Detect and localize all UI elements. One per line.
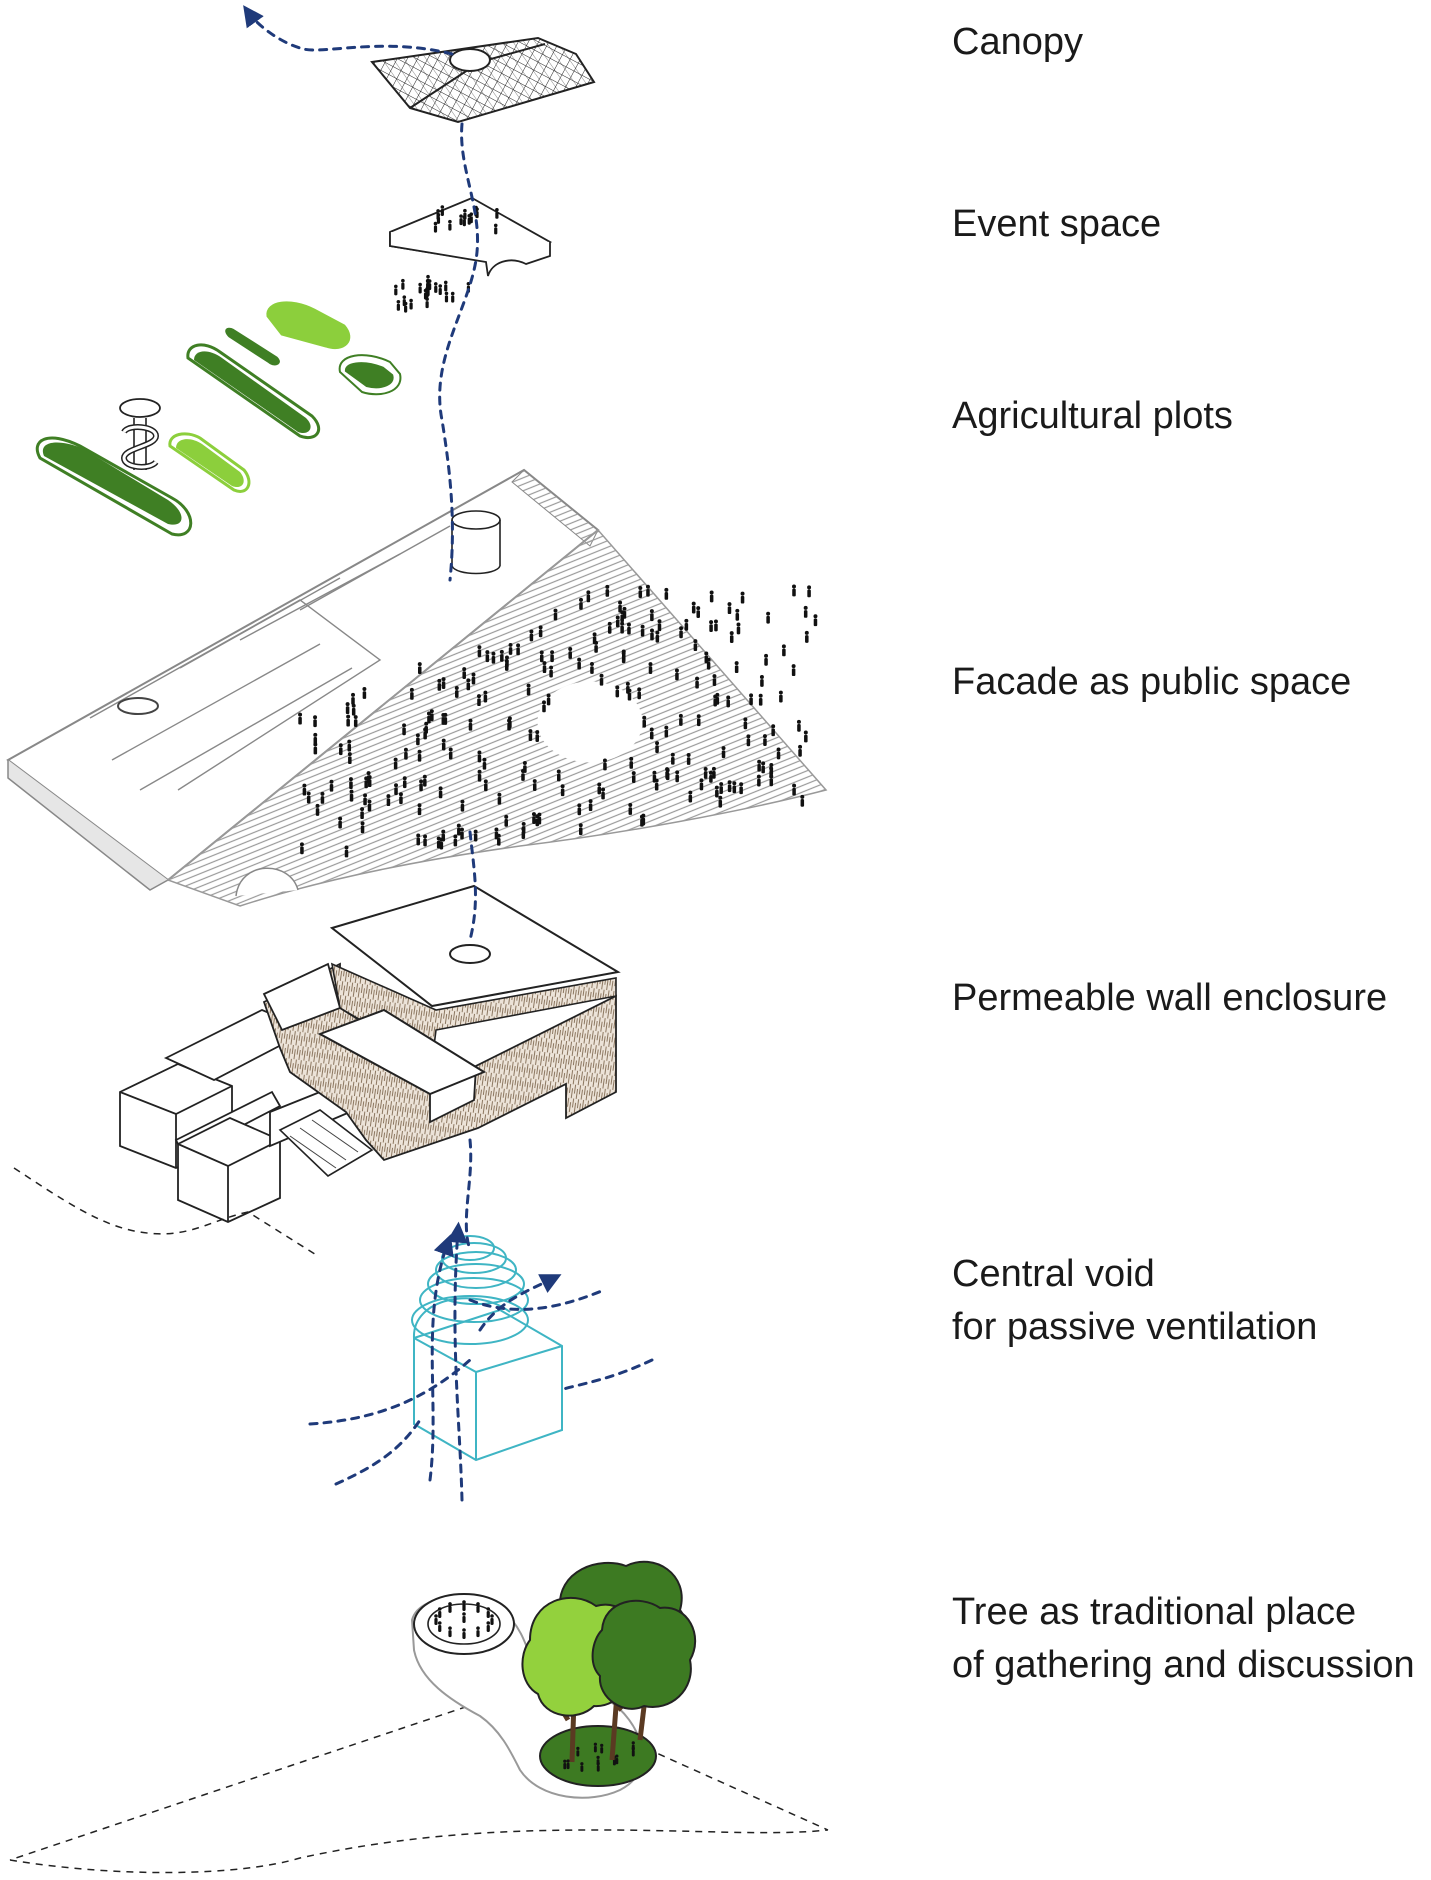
airflow-vertical-lower	[464, 1138, 473, 1252]
plot-dark-right	[342, 360, 396, 391]
airflow-upper-left	[468, 1288, 606, 1311]
annex-blocks	[119, 1009, 351, 1223]
airflow-side-out	[478, 1274, 562, 1332]
label-agricultural-plots: Agricultural plots	[952, 395, 1233, 437]
roof-void-opening	[449, 944, 491, 964]
plot-light-top	[266, 301, 351, 349]
facade-skylight-strips	[89, 525, 451, 791]
void-ring-5	[441, 1242, 507, 1274]
entrance-ramp-lines	[289, 1119, 359, 1169]
canopy-oculus	[449, 48, 491, 72]
facade-arch-opening	[235, 867, 299, 897]
central-void-layer	[411, 1235, 563, 1462]
agricultural-plots-layer	[35, 301, 402, 537]
void-box	[413, 1308, 563, 1462]
roof-left-slab	[262, 962, 342, 1032]
airflow-left-in	[308, 1358, 472, 1426]
event-space-slab-side	[389, 232, 551, 277]
plot-small-strip	[223, 325, 282, 368]
airflow-vertical-upper	[438, 122, 480, 582]
facade-crowd-icon	[298, 584, 818, 858]
void-ring-4	[435, 1251, 517, 1289]
site-boundary-dashed	[13, 1167, 319, 1257]
label-tree: Tree as traditional place of gathering a…	[952, 1591, 1415, 1686]
airflow-right-in	[558, 1358, 654, 1392]
plot-light-left-fill	[176, 439, 244, 488]
facade-opening-large	[537, 681, 643, 763]
event-space-people-icon	[394, 205, 499, 313]
tree-layer	[9, 1560, 829, 1874]
airflow-paths	[243, 5, 654, 1502]
event-space-layer	[389, 197, 553, 313]
plot-large-left-fill	[42, 442, 182, 525]
plot-dark-middle-fill	[194, 351, 311, 434]
entrance-ramp	[278, 1109, 374, 1177]
tree-site-boundary-dashed	[9, 1689, 829, 1874]
void-ring-1	[411, 1295, 529, 1345]
facade-oculus-left	[117, 697, 159, 715]
facade-layer	[6, 468, 828, 907]
tree-lawn-people-icon	[563, 1741, 635, 1772]
facade-stepped-surface	[166, 528, 828, 907]
spiral-stair-icon	[119, 398, 161, 470]
wall-enclosure-layer	[13, 884, 621, 1257]
airflow-spiral-up-2	[428, 1234, 454, 1482]
canopy-layer	[370, 36, 596, 124]
roof-lower-slab	[317, 1008, 487, 1096]
label-wall-enclosure: Permeable wall enclosure	[952, 977, 1388, 1019]
facade-roof-edge	[7, 760, 169, 891]
void-ring-2	[419, 1277, 529, 1323]
gathering-people-icon	[434, 1600, 494, 1639]
label-facade: Facade as public space	[952, 661, 1352, 703]
canopy-grid-overlay	[372, 38, 594, 122]
airflow-lower-left	[334, 1418, 422, 1486]
label-event-space: Event space	[952, 203, 1162, 245]
void-ring-3	[427, 1263, 525, 1305]
airflow-arrow-top	[243, 5, 454, 56]
plot-dark-right-outline	[338, 354, 402, 396]
airflow-spiral-up-1	[446, 1221, 468, 1502]
label-central-void: Central void for passive ventilation	[952, 1253, 1318, 1348]
label-canopy: Canopy	[952, 21, 1083, 63]
tree-canopy-dark-front	[591, 1599, 696, 1710]
void-ring-6	[445, 1235, 495, 1261]
